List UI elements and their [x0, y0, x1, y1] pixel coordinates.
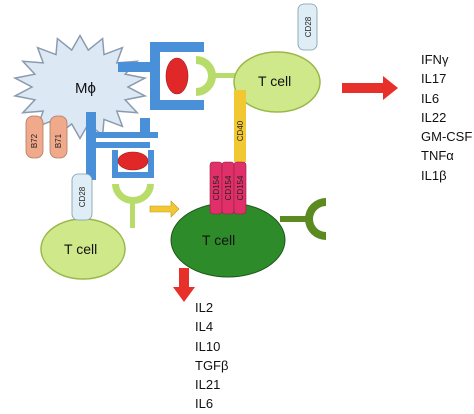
cd28-top: CD28: [297, 3, 318, 51]
mhc-complex-top: [118, 42, 204, 110]
secretion-arrow-down: [173, 268, 195, 302]
cytokine-item: IL2: [195, 300, 214, 315]
cytokine-item: IL4: [195, 319, 214, 335]
cytokine-item: GM-CSF: [421, 129, 473, 145]
cytokine-item: IFNγ: [421, 52, 449, 67]
mhc-complex-lower: [86, 112, 158, 180]
cytokine-item: IL1β: [421, 167, 447, 183]
cytokine-item: IL22: [421, 109, 447, 125]
antigen-top: [165, 57, 189, 95]
cd40-label: CD40: [236, 120, 245, 141]
center-tcell-label: T cell: [202, 232, 235, 248]
cytokine-item: IL21: [195, 377, 221, 393]
macrophage-cell: [12, 33, 148, 141]
cd28-left-label: CD28: [78, 186, 87, 207]
cd28-left: CD28: [71, 173, 93, 221]
cytokine-item: IL17: [421, 71, 447, 87]
cd154-label: CD154: [224, 175, 233, 200]
cd154-label: CD154: [236, 175, 245, 200]
cd154-molecule: [233, 161, 247, 215]
cytokine-item: TNFα: [421, 148, 454, 164]
antigen-lower: [117, 151, 149, 171]
tcr-lower: [112, 184, 154, 228]
cytokine-item: IL6: [195, 396, 214, 412]
cd154-molecules: CD154 CD154 CD154: [209, 161, 247, 215]
b71-molecule: B71: [49, 115, 68, 159]
top-tcell-label: T cell: [258, 73, 291, 89]
cytokine-item: IL6: [421, 90, 440, 106]
cytokine-item: TGFβ: [195, 357, 229, 373]
macrophage-label: Mϕ: [75, 80, 96, 97]
cd154-label: CD154: [212, 175, 221, 200]
tcr-top: [196, 56, 239, 96]
activation-arrow: [149, 200, 180, 218]
cd28-top-label: CD28: [304, 16, 313, 37]
b72-molecule: B72: [25, 115, 44, 159]
top-tcell: [233, 51, 321, 113]
cd40-molecule: CD40: [234, 90, 246, 162]
cytokine-item: IL10: [195, 338, 221, 354]
receptor-right: [280, 198, 326, 240]
left-tcell-label: T cell: [64, 241, 97, 257]
b71-label: B71: [54, 133, 63, 148]
secretion-arrow-right: [342, 76, 398, 100]
b72-label: B72: [30, 133, 39, 148]
